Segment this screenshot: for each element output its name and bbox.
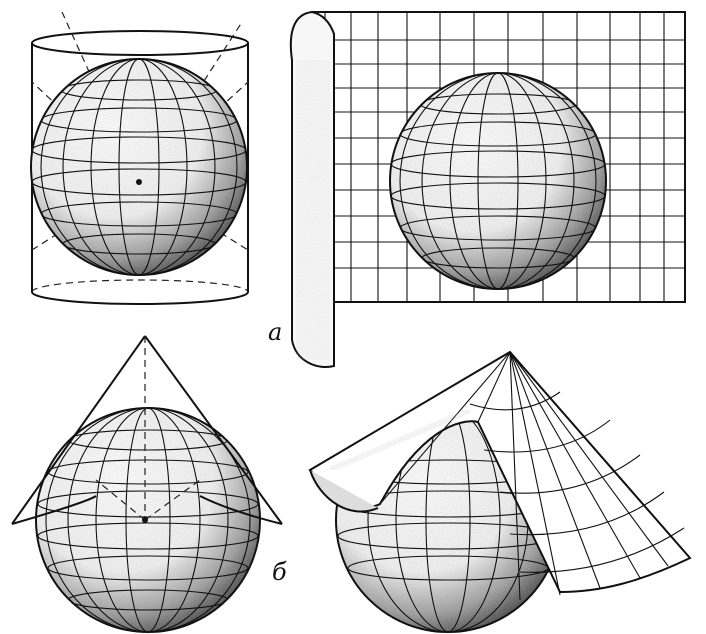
cylinder-projection	[30, 11, 249, 305]
globe-sphere	[389, 72, 607, 290]
cylinder-unrolled	[289, 10, 686, 368]
globe-sphere	[30, 58, 248, 276]
cone-projection	[11, 335, 283, 633]
cone-fan	[308, 350, 692, 601]
label-a: a	[268, 318, 283, 346]
projection-center-point	[142, 517, 148, 523]
projection-center-point	[136, 179, 142, 185]
cylinder-outline	[31, 30, 249, 305]
label-b: б	[272, 558, 287, 586]
cone-unrolled	[308, 350, 692, 633]
rolled-sheet-edge	[289, 10, 335, 368]
cone-outline	[11, 335, 283, 525]
